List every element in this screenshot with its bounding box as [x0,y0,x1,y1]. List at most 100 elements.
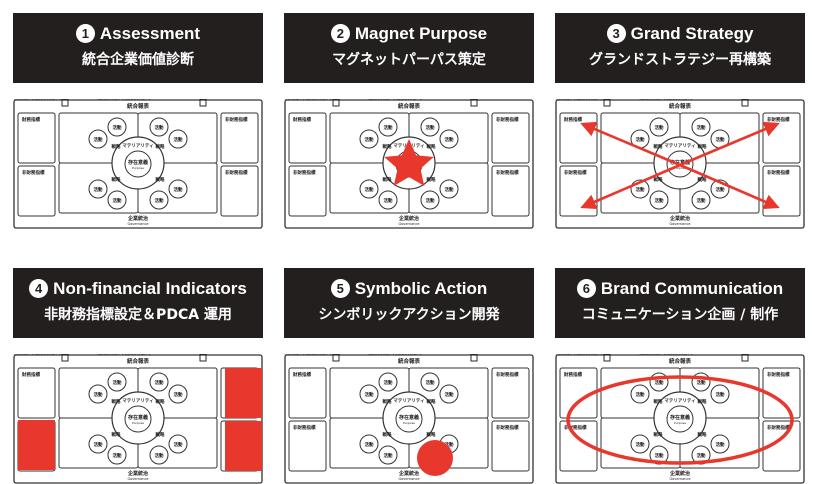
left-top-box [17,367,56,419]
activity-label: 活動 [445,186,454,193]
right-top-box-label: 非財務指標 [225,116,248,123]
true-sub-label: 社会価値を創出する [555,99,576,100]
strategy-label: 戦略 [156,431,165,438]
true-sub-label: 社会価値を創出する [284,99,305,100]
activity-label: 活動 [155,452,164,459]
activity-label: 活動 [655,124,664,131]
activity-circle [88,129,108,149]
activity-circle [88,384,108,404]
true-sub-label: 社会価値を創出する [368,354,395,355]
left-bottom-box [288,420,327,472]
activity-label: 活動 [113,124,122,131]
left-bottom-box-label: 非財務指標 [22,169,45,176]
framework-diagram: 統合報表企業統治Governance財務指標非財務指標非財務指標非財務指標社会価… [284,354,534,484]
activity-label: 活動 [94,186,103,193]
activity-label: 活動 [636,391,645,398]
activity-label: 活動 [426,379,435,386]
diagram-bottom-subtitle: Governance [127,477,148,481]
activity-circle [691,190,711,210]
activity-label: 活動 [365,186,374,193]
diagram-bottom-title: 企業統治 [669,470,690,477]
left-top-box [288,367,327,419]
purpose-circle [666,405,694,433]
step-number-badge: 6 [576,279,596,298]
right-top-box-label: 非財務指標 [496,116,519,123]
strategy-label: 戦略 [383,431,392,438]
strategy-label: 戦略 [112,431,121,438]
activity-circle [168,129,188,149]
strategy-label: 戦略 [427,143,436,150]
false-sub-label: 社会価値を創出する [305,99,332,100]
step-number-badge: 1 [75,24,95,43]
strategy-label: 戦略 [698,176,707,183]
framework-diagram-svg: 統合報表企業統治Governance財務指標非財務指標非財務指標非財務指標社会価… [13,99,263,229]
activity-circle [359,129,379,149]
activity-circle [630,384,650,404]
activity-label: 活動 [426,124,435,131]
activity-circle [149,372,169,392]
materiality-label: マテリアリティ [664,143,695,149]
step-title-ja: マグネットパーパス策定 [332,52,486,68]
strategy-label: 戦略 [383,143,392,150]
activity-circle [378,190,398,210]
framework-diagram-svg: 統合報表企業統治Governance財務指標非財務指標非財務指標非財務指標社会価… [13,354,263,484]
false-sub-label: 社会価値を創出する [395,99,422,100]
activity-circle [359,384,379,404]
star-overlay [384,139,434,186]
step-title-ja: コミュニケーション企画 / 制作 [581,307,779,323]
false-sub-label: 社会価値を創出する [305,354,332,355]
right-top-box [491,367,530,419]
strategy-label: 戦略 [654,398,663,405]
framework-diagram-svg: 統合報表企業統治Governance財務指標非財務指標非財務指標非財務指標社会価… [555,99,805,229]
activity-label: 活動 [174,186,183,193]
strategy-label: 戦略 [698,431,707,438]
activity-circle [439,179,459,199]
activity-circle [149,445,169,465]
activity-label: 活動 [174,441,183,448]
false-icon [332,99,340,107]
true-icon [741,354,749,362]
right-top-box [491,112,530,164]
right-bottom-box [762,420,801,472]
activity-circle [378,117,398,137]
materiality-label: マテリアリティ [664,398,695,404]
activity-circle [168,179,188,199]
activity-label: 活動 [697,197,706,204]
purpose-circle [124,150,152,178]
strategy-label: 戦略 [427,398,436,405]
right-bottom-box-label: 非財務指標 [496,169,519,176]
diagram-bottom-subtitle: Governance [669,222,690,226]
strategy-label: 戦略 [427,431,436,438]
step-number-badge: 3 [606,24,626,43]
activity-label: 活動 [716,136,725,143]
right-bottom-box [491,165,530,217]
activity-label: 活動 [426,197,435,204]
diagram-bottom-subtitle: Governance [398,477,419,481]
activity-label: 活動 [655,379,664,386]
activity-circle [107,445,127,465]
activity-label: 活動 [384,452,393,459]
diagram-bottom-title: 企業統治 [398,215,419,222]
activity-label: 活動 [655,452,664,459]
framework-diagram: 統合報表企業統治Governance財務指標非財務指標非財務指標非財務指標社会価… [284,99,534,229]
purpose-en-label: Purpose [674,421,686,425]
activity-label: 活動 [94,391,103,398]
step-title-en: Brand Communication [600,279,784,298]
false-sub-label: 社会価値を創出する [576,99,603,100]
false-sub-label: 社会価値を創出する [124,354,151,355]
purpose-label: 存在意義 [669,414,690,421]
activity-label: 活動 [365,441,374,448]
highlight-box [18,420,55,470]
purpose-en-label: Purpose [403,421,415,425]
strategy-arrow [580,121,681,167]
purpose-circle [124,405,152,433]
activity-label: 活動 [697,124,706,131]
activity-label: 活動 [636,136,645,143]
activity-label: 活動 [697,379,706,386]
activity-circle [359,179,379,199]
activity-circle [420,190,440,210]
right-bottom-box-label: 非財務指標 [225,169,248,176]
materiality-label: マテリアリティ [122,143,153,149]
false-icon [61,99,69,107]
